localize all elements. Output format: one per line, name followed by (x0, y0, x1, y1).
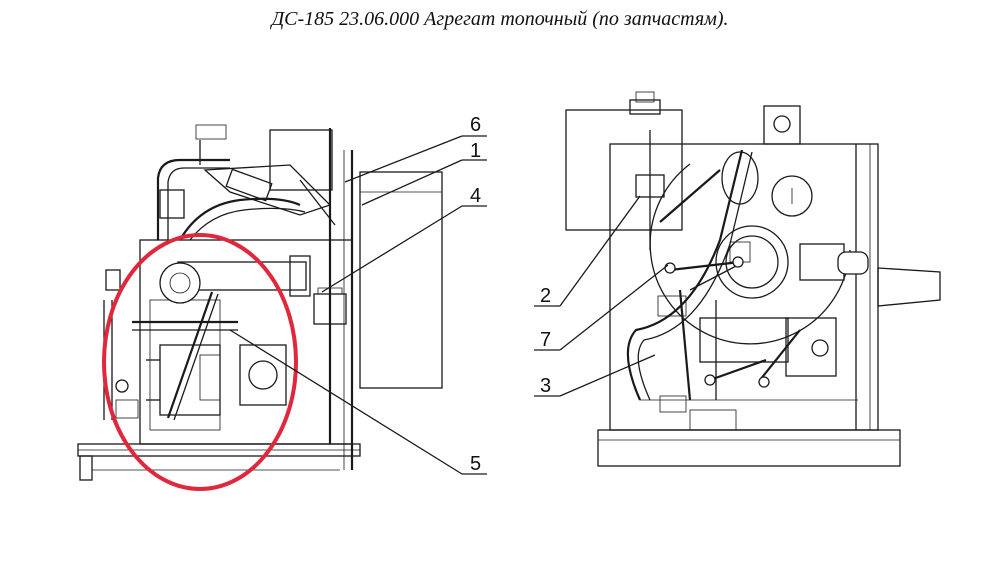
right-base (597, 429, 901, 467)
linkage-arm-upper (659, 169, 721, 223)
burner-flange (359, 171, 443, 389)
valve-block (699, 317, 789, 363)
burner-port (715, 225, 789, 299)
lifting-eye (763, 105, 801, 145)
left-upper-tank (269, 129, 333, 191)
fan-housing (649, 163, 851, 345)
left-base-foot (79, 455, 93, 481)
left-curved-pipe (156, 158, 230, 240)
leader-lines (229, 135, 669, 475)
callout-2: 2 (540, 285, 551, 307)
highlight-ellipse (102, 233, 298, 491)
linkage-rod (678, 289, 692, 401)
fuel-chute (203, 164, 332, 216)
callout-1: 1 (470, 140, 481, 162)
callout-5: 5 (470, 453, 481, 475)
left-view (77, 124, 443, 481)
callout-4: 4 (470, 185, 481, 207)
fan-motor (159, 262, 201, 304)
callout-6: 6 (470, 114, 481, 136)
pump-motor (239, 344, 287, 406)
callout-labels: 6 1 4 5 2 7 3 (470, 114, 551, 475)
callout-7: 7 (540, 329, 551, 351)
drain-pipe (166, 291, 214, 419)
flex-hose (179, 197, 301, 241)
callout-3: 3 (540, 375, 551, 397)
drawing-title: ДС-185 23.06.000 Агрегат топочный (по за… (271, 8, 729, 30)
fuel-hose (626, 149, 744, 401)
fuel-tank (565, 109, 683, 231)
terminal-box (313, 293, 347, 325)
right-view (565, 91, 941, 467)
